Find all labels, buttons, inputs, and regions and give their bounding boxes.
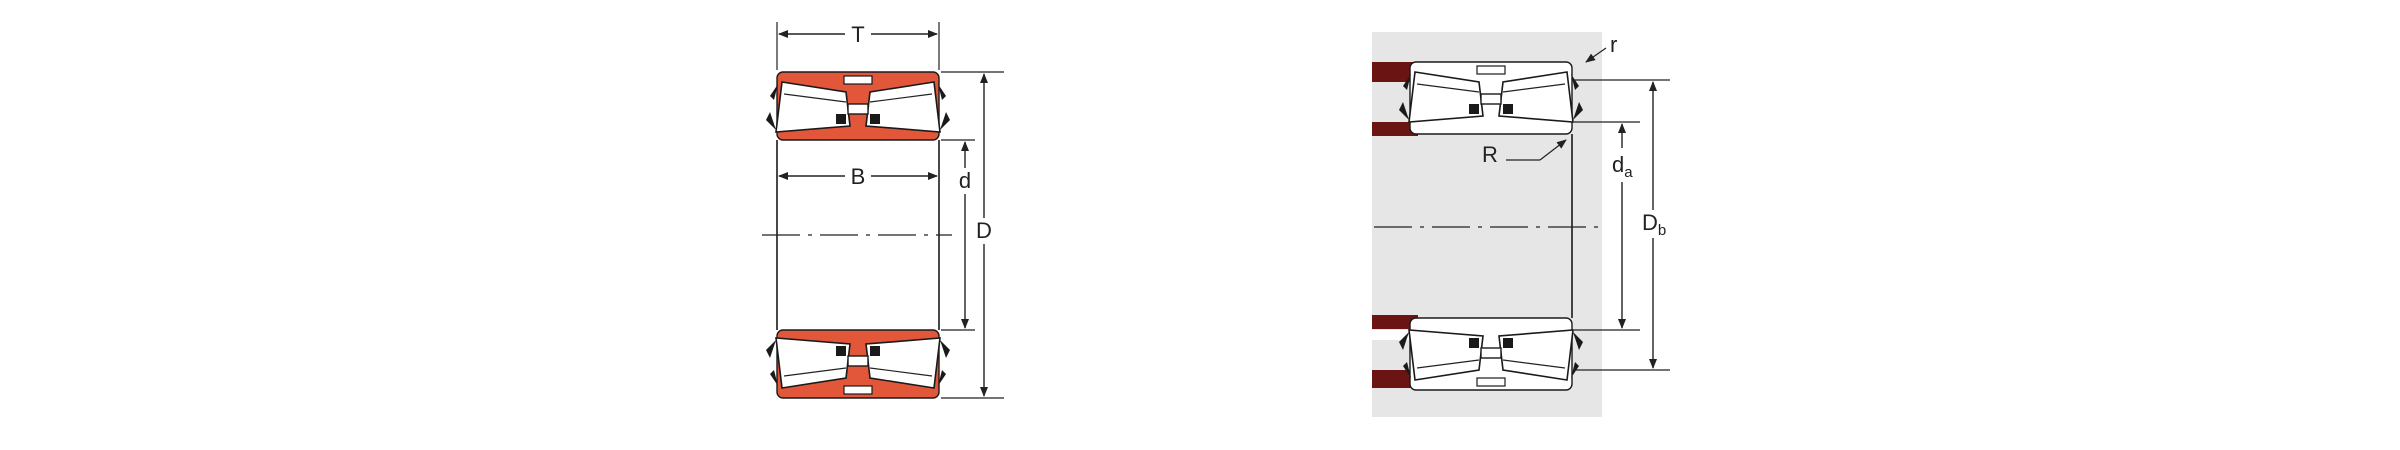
radius-r-callout: r: [1585, 32, 1617, 63]
left-bearing-view: T B d D: [762, 22, 1004, 399]
label-B: B: [851, 164, 866, 189]
label-Db: Db: [1642, 210, 1666, 239]
right-mounting-view: r R da Db: [1372, 32, 1670, 417]
radius-R-callout: R: [1482, 139, 1567, 167]
dimension-T: T: [776, 22, 940, 70]
label-D: D: [976, 218, 992, 243]
dimension-da: da: [1574, 121, 1640, 331]
right-top-bearing: [1398, 61, 1584, 135]
dimension-d: d: [941, 139, 975, 331]
dimension-B: B: [778, 164, 938, 189]
bottom-ring-section: [765, 329, 951, 399]
right-bottom-bearing: [1398, 317, 1584, 391]
label-da: da: [1612, 152, 1633, 181]
label-R: R: [1482, 142, 1498, 167]
label-r: r: [1610, 32, 1617, 57]
housing-sections: [1372, 62, 1418, 388]
label-d: d: [959, 168, 971, 193]
dimension-Db: Db: [1574, 79, 1670, 371]
label-T: T: [851, 22, 864, 47]
top-ring-section: [765, 71, 951, 141]
dimension-D: D: [941, 71, 1004, 399]
